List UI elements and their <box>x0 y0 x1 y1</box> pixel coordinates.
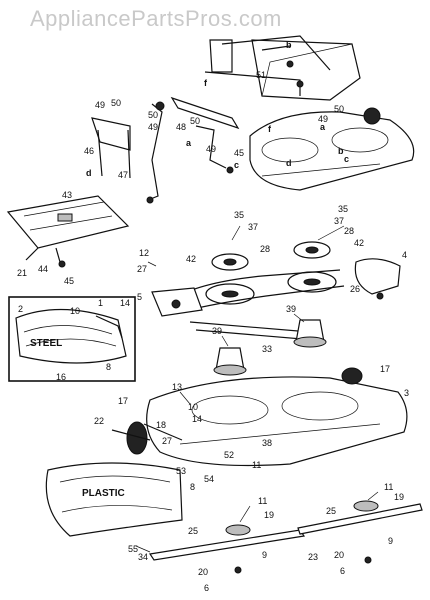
callout-37: 37 <box>248 222 258 232</box>
callout-20: 20 <box>334 550 344 560</box>
callout-54: 54 <box>204 474 214 484</box>
ref-letter-b-top: b <box>286 40 292 50</box>
callout-19: 19 <box>264 510 274 520</box>
callout-53: 53 <box>176 466 186 476</box>
callout-49: 49 <box>95 100 105 110</box>
callout-37: 37 <box>334 216 344 226</box>
callout-50: 50 <box>334 104 344 114</box>
blades <box>148 500 423 574</box>
callout-35: 35 <box>338 204 348 214</box>
callout-22: 22 <box>94 416 104 426</box>
ref-letter-c-right: c <box>344 154 349 164</box>
front-wheel <box>111 421 183 455</box>
callout-28: 28 <box>344 226 354 236</box>
callout-numbers: 51 49 50 46 47 48 50 49 45 50 49 50 49 4… <box>17 70 409 593</box>
callout-17: 17 <box>380 364 390 374</box>
ref-letter-d-left: d <box>86 168 92 178</box>
callout-8: 8 <box>106 362 111 372</box>
callout-23: 23 <box>308 552 318 562</box>
callout-50: 50 <box>190 116 200 126</box>
callout-46: 46 <box>84 146 94 156</box>
lift-links <box>91 96 240 204</box>
callout-5: 5 <box>137 292 142 302</box>
callout-45: 45 <box>64 276 74 286</box>
callout-25: 25 <box>326 506 336 516</box>
callout-17: 17 <box>118 396 128 406</box>
watermark-text: AppliancePartsPros.com <box>30 6 282 31</box>
ref-letter-a-left: a <box>186 138 192 148</box>
spindles <box>213 319 327 376</box>
callout-50: 50 <box>111 98 121 108</box>
plastic-chute-label: PLASTIC <box>82 488 125 499</box>
callout-45: 45 <box>234 148 244 158</box>
callout-14: 14 <box>120 298 130 308</box>
steel-chute-inset <box>8 296 136 382</box>
ref-letter-a-right: a <box>320 122 326 132</box>
callout-16: 16 <box>56 372 66 382</box>
callout-11: 11 <box>258 496 267 506</box>
callout-44: 44 <box>38 264 48 274</box>
callout-12: 12 <box>139 248 149 258</box>
callout-2: 2 <box>18 304 23 314</box>
callout-26: 26 <box>350 284 360 294</box>
front-hitch-plate <box>6 195 130 268</box>
ref-letter-b-right: b <box>338 146 344 156</box>
callout-43: 43 <box>62 190 72 200</box>
callout-14: 14 <box>192 414 202 424</box>
callout-13: 13 <box>172 382 182 392</box>
upper-deck-housing <box>249 107 415 191</box>
ref-letter-d-right: d <box>286 158 292 168</box>
plastic-discharge-chute <box>45 462 183 537</box>
callout-25: 25 <box>188 526 198 536</box>
callout-11: 11 <box>384 482 393 492</box>
callout-28: 28 <box>260 244 270 254</box>
callout-4: 4 <box>402 250 407 260</box>
belt-guards <box>151 258 401 317</box>
steel-chute-label: STEEL <box>30 338 62 349</box>
callout-52: 52 <box>224 450 234 460</box>
callout-55: 55 <box>128 544 138 554</box>
callout-27: 27 <box>137 264 147 274</box>
callout-49: 49 <box>148 122 158 132</box>
callout-35: 35 <box>234 210 244 220</box>
callout-34: 34 <box>138 552 148 562</box>
callout-51: 51 <box>256 70 266 80</box>
callout-42: 42 <box>354 238 364 248</box>
callout-49: 49 <box>318 114 328 124</box>
callout-49: 49 <box>206 144 216 154</box>
callout-27: 27 <box>162 436 172 446</box>
callout-9: 9 <box>262 550 267 560</box>
lift-frame-assembly <box>204 35 361 101</box>
callout-1: 1 <box>98 298 103 308</box>
callout-21: 21 <box>17 268 27 278</box>
callout-11: 11 <box>252 460 261 470</box>
callout-47: 47 <box>118 170 128 180</box>
callout-39: 39 <box>212 326 222 336</box>
callout-19: 19 <box>394 492 404 502</box>
mower-deck <box>146 367 408 467</box>
callout-33: 33 <box>262 344 272 354</box>
callout-50: 50 <box>148 110 158 120</box>
callout-10: 10 <box>70 306 80 316</box>
callout-10: 10 <box>188 402 198 412</box>
callout-6: 6 <box>204 583 209 593</box>
callout-9: 9 <box>388 536 393 546</box>
callout-42: 42 <box>186 254 196 264</box>
callout-18: 18 <box>156 420 166 430</box>
callout-20: 20 <box>198 567 208 577</box>
callout-8: 8 <box>190 482 195 492</box>
callout-6: 6 <box>340 566 345 576</box>
callout-39: 39 <box>286 304 296 314</box>
ref-letter-f-top: f <box>204 78 208 88</box>
callout-38: 38 <box>262 438 272 448</box>
callout-48: 48 <box>176 122 186 132</box>
ref-letter-f-right: f <box>268 124 272 134</box>
leader-lines <box>135 225 379 553</box>
ref-letter-c-left: c <box>234 160 239 170</box>
callout-3: 3 <box>404 388 409 398</box>
